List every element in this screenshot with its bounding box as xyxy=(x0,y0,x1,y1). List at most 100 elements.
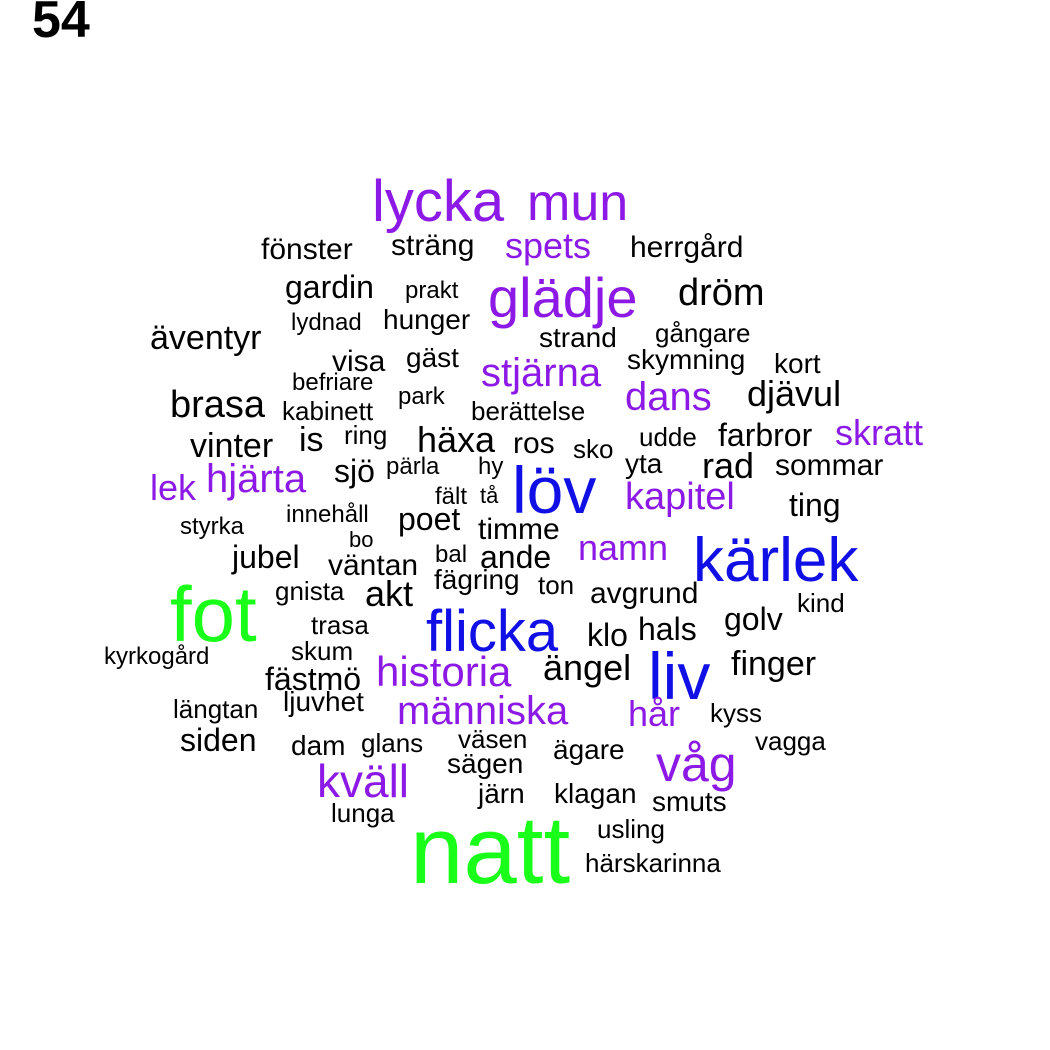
word-93: tå xyxy=(480,483,499,508)
word-86: ring xyxy=(344,420,388,450)
word-85: park xyxy=(398,383,445,410)
word-32: rad xyxy=(702,445,755,486)
word-42: fästmö xyxy=(265,661,362,697)
word-16: hjärta xyxy=(206,457,307,501)
word-24: brasa xyxy=(170,384,266,426)
word-46: klo xyxy=(587,617,628,653)
word-4: flicka xyxy=(426,599,559,664)
word-98: ton xyxy=(538,570,575,600)
word-8: mun xyxy=(527,174,629,232)
word-48: sjö xyxy=(334,453,375,489)
word-67: strand xyxy=(539,322,617,353)
word-88: udde xyxy=(639,422,697,452)
word-20: skratt xyxy=(835,412,924,453)
word-1: natt xyxy=(410,797,571,904)
word-64: klagan xyxy=(554,778,637,809)
word-74: glans xyxy=(361,728,424,758)
word-35: herrgård xyxy=(630,231,744,264)
word-57: hunger xyxy=(383,304,471,335)
word-40: jubel xyxy=(232,539,300,575)
word-52: gäst xyxy=(406,342,459,373)
word-25: äventyr xyxy=(150,319,262,357)
word-82: befriare xyxy=(292,369,374,396)
word-17: kapitel xyxy=(625,476,735,518)
word-18: spets xyxy=(505,225,592,266)
word-33: fönster xyxy=(261,233,353,266)
word-55: dam xyxy=(291,730,346,761)
word-13: människa xyxy=(397,689,569,733)
word-75: väsen xyxy=(458,724,528,754)
word-79: usling xyxy=(597,814,665,844)
word-78: lunga xyxy=(331,798,395,828)
word-39: hals xyxy=(638,611,697,647)
word-72: skum xyxy=(291,636,354,666)
word-87: sko xyxy=(573,434,614,464)
word-47: is xyxy=(299,421,324,459)
word-9: glädje xyxy=(488,266,638,329)
word-5: löv xyxy=(512,453,597,527)
word-19: namn xyxy=(578,527,669,568)
panel-label: 54 xyxy=(32,0,90,49)
word-96: styrka xyxy=(180,513,245,540)
word-60: timme xyxy=(478,513,560,546)
word-61: fägring xyxy=(434,564,520,595)
word-41: siden xyxy=(180,722,257,758)
word-3: kärlek xyxy=(693,526,859,595)
word-81: gångare xyxy=(655,318,751,348)
word-12: historia xyxy=(376,648,512,695)
word-83: lydnad xyxy=(291,309,362,336)
word-69: kabinett xyxy=(282,396,374,426)
word-89: yta xyxy=(625,448,663,479)
word-97: bal xyxy=(435,541,468,568)
word-53: sommar xyxy=(775,449,884,482)
word-30: akt xyxy=(365,573,414,614)
word-73: längtan xyxy=(173,694,259,724)
word-80: härskarinna xyxy=(585,848,721,878)
word-99: kind xyxy=(797,588,845,618)
word-34: gardin xyxy=(285,269,374,305)
word-92: fält xyxy=(435,483,468,510)
word-29: finger xyxy=(731,645,817,683)
word-22: lek xyxy=(150,467,197,508)
word-56: ros xyxy=(513,427,555,460)
word-54: ljuvhet xyxy=(283,686,364,717)
word-77: kyss xyxy=(710,698,762,728)
word-7: lycka xyxy=(372,169,505,234)
word-62: sägen xyxy=(447,748,524,779)
word-68: berättelse xyxy=(471,396,586,426)
word-26: ängel xyxy=(543,647,632,688)
word-51: avgrund xyxy=(590,577,699,610)
word-37: farbror xyxy=(718,417,813,453)
word-91: hy xyxy=(478,453,504,480)
word-49: poet xyxy=(398,501,461,537)
word-65: ägare xyxy=(553,734,625,765)
word-76: vagga xyxy=(755,726,826,756)
word-38: golv xyxy=(724,601,783,637)
word-58: skymning xyxy=(627,344,746,375)
word-90: pärla xyxy=(386,453,440,480)
word-45: väntan xyxy=(328,549,419,582)
word-31: vinter xyxy=(190,427,274,465)
word-71: trasa xyxy=(311,610,369,640)
word-6: liv xyxy=(648,639,711,713)
word-15: dans xyxy=(625,375,712,419)
word-14: stjärna xyxy=(481,351,602,395)
word-21: hår xyxy=(628,693,681,734)
word-27: djävul xyxy=(747,373,842,414)
word-66: smuts xyxy=(652,786,727,817)
word-84: prakt xyxy=(405,277,459,304)
word-44: visa xyxy=(332,345,386,378)
word-100: kyrkogård xyxy=(104,643,210,670)
word-10: våg xyxy=(656,736,737,792)
word-94: innehåll xyxy=(286,501,369,528)
word-23: dröm xyxy=(678,272,765,314)
word-36: sträng xyxy=(391,229,475,262)
word-59: kort xyxy=(774,348,821,379)
word-70: gnista xyxy=(275,576,345,606)
word-50: ande xyxy=(480,539,552,575)
word-28: häxa xyxy=(417,419,496,460)
word-63: järn xyxy=(478,778,525,809)
word-11: kväll xyxy=(317,755,410,807)
word-95: bo xyxy=(349,527,374,552)
